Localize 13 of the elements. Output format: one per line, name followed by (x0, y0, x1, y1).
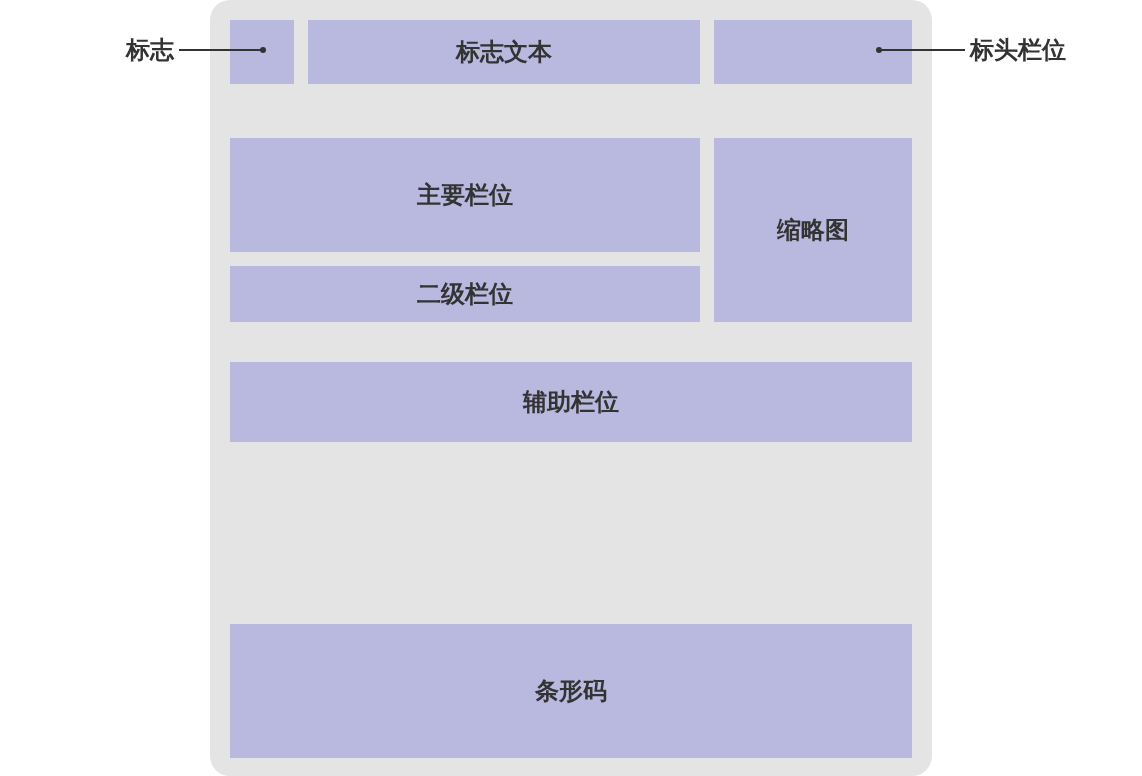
layout-field-box: 标志文本 (308, 20, 700, 84)
layout-field-box: 条形码 (230, 624, 912, 758)
layout-field-box: 缩略图 (714, 138, 912, 322)
callout-label: 标志 (126, 35, 174, 66)
placeholder-box (714, 20, 912, 84)
leader-line (876, 47, 966, 53)
layout-field-box: 二级栏位 (230, 266, 700, 322)
placeholder-box (230, 20, 294, 84)
callout-label: 标头栏位 (970, 35, 1066, 66)
layout-field-box: 辅助栏位 (230, 362, 912, 442)
layout-field-box: 主要栏位 (230, 138, 700, 252)
leader-line (178, 47, 266, 53)
card-background (210, 0, 932, 776)
